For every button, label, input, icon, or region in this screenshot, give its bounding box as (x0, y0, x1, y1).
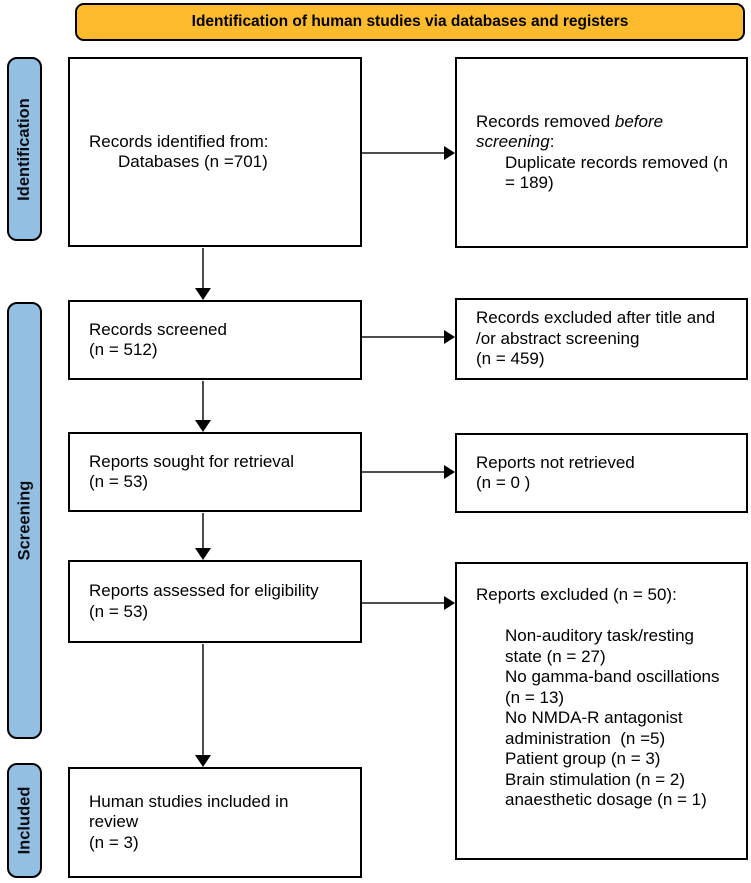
banner-title: Identification of human studies via data… (191, 13, 629, 30)
box-reports-excluded: Reports excluded (n = 50):Non-auditory t… (455, 562, 748, 860)
box-reports-assessed: Reports assessed for eligibility(n = 53) (68, 560, 362, 643)
flow-arrow-right-1 (362, 152, 445, 154)
stage-label-included: Included (15, 786, 33, 855)
stage-screening: Screening (7, 302, 42, 739)
box-reports-sought: Reports sought for retrieval(n = 53) (68, 432, 362, 512)
flow-arrow-right-4 (362, 602, 445, 604)
arrow-down-icon (195, 755, 211, 767)
arrow-down-icon (195, 288, 211, 300)
arrow-right-icon (444, 330, 455, 344)
arrow-right-icon (444, 596, 455, 610)
banner: Identification of human studies via data… (75, 3, 745, 41)
flow-arrow-right-3 (362, 471, 445, 473)
flow-arrow-right-2 (362, 336, 445, 338)
arrow-down-icon (195, 548, 211, 560)
stage-included: Included (7, 763, 42, 878)
arrow-right-icon (444, 146, 455, 160)
stage-identification: Identification (7, 57, 42, 241)
box-records-screened: Records screened(n = 512) (68, 300, 362, 380)
flow-arrow-down-4 (202, 644, 204, 756)
box-records-identified: Records identified from:Databases (n =70… (68, 57, 362, 247)
flow-arrow-down-1 (202, 248, 204, 289)
arrow-right-icon (444, 465, 455, 479)
stage-label-identification: Identification (15, 97, 34, 201)
box-reports-not-retrieved: Reports not retrieved(n = 0 ) (455, 433, 748, 513)
stage-label-screening: Screening (15, 480, 33, 561)
flow-arrow-down-3 (202, 513, 204, 549)
arrow-down-icon (195, 420, 211, 432)
flow-arrow-down-2 (202, 381, 204, 421)
box-records-excluded-title-abstract: Records excluded after title and/or abst… (455, 298, 748, 380)
